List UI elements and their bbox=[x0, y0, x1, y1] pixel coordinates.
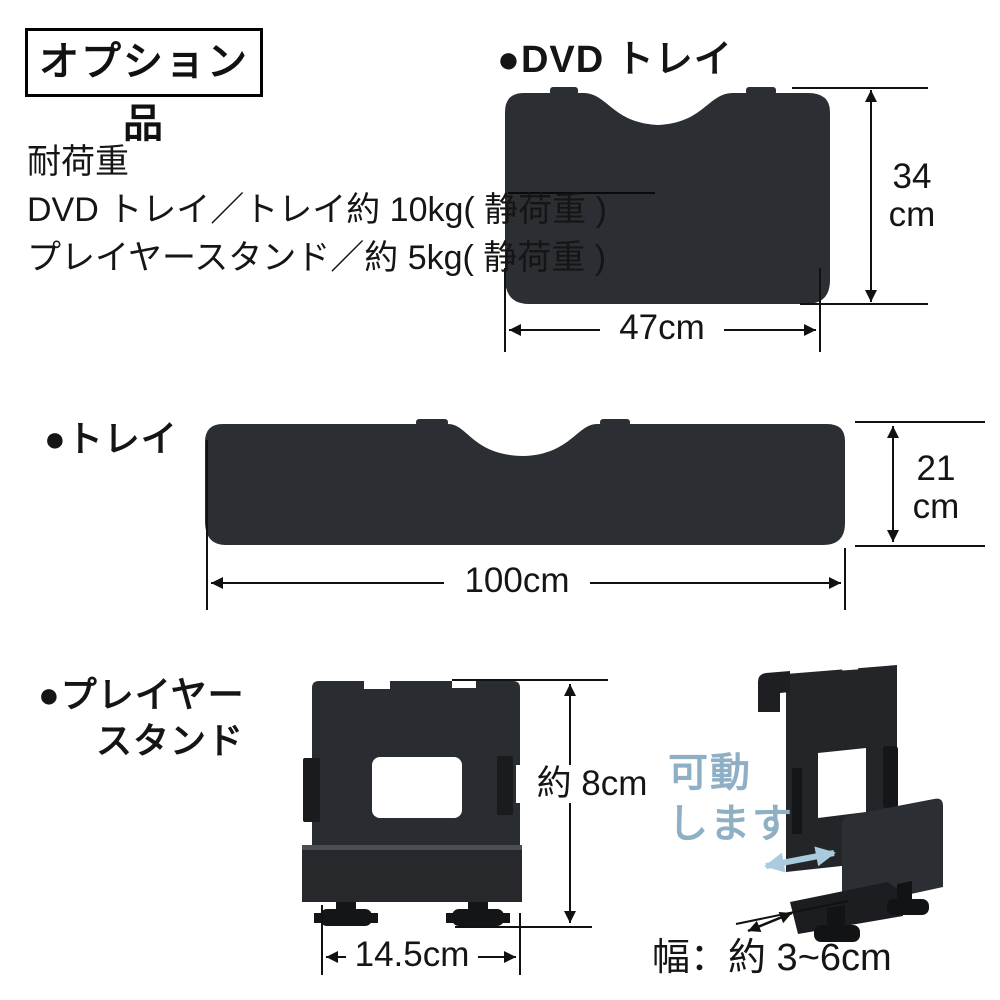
load-capacity-dvd-tray: DVD トレイ／トレイ約 10kg( 静荷重 ) bbox=[27, 191, 607, 229]
player-stand-front-shape bbox=[302, 681, 522, 926]
tray-shape bbox=[205, 419, 845, 545]
player-stand-heading-line1: ●プレイヤー bbox=[38, 674, 245, 715]
adjustable-feet bbox=[314, 902, 510, 926]
player-stand-heading-line2: スタンド bbox=[96, 720, 245, 761]
player-stand-height-label: 約 8cm bbox=[516, 765, 668, 803]
player-stand-width-label: 14.5cm bbox=[346, 936, 478, 974]
option-items-title-box: オプション品 bbox=[25, 28, 263, 146]
tray-heading: ●トレイ bbox=[44, 418, 178, 459]
dvd-tray-width-label: 47cm bbox=[600, 309, 724, 347]
movable-note: 可動 します bbox=[668, 751, 794, 847]
dvd-tray-height-label: 34 cm bbox=[888, 157, 936, 234]
player-stand-depth-label: 幅：約 3~6cm bbox=[652, 937, 892, 979]
tray-width-label: 100cm bbox=[444, 562, 590, 600]
depth-dimension-lines bbox=[735, 900, 849, 933]
movable-range-arrow-icon bbox=[764, 846, 836, 873]
player-stand-perspective-shape bbox=[758, 663, 943, 942]
hanging-hook bbox=[758, 671, 790, 712]
load-capacity-title: 耐荷重 bbox=[27, 143, 129, 181]
dvd-tray-shape bbox=[505, 87, 830, 304]
movable-side-plate bbox=[842, 798, 943, 909]
adjustable-feet-perspective bbox=[814, 881, 929, 942]
load-capacity-player-stand: プレイヤースタンド／約 5kg( 静荷重 ) bbox=[27, 239, 607, 277]
dvd-tray-heading: ●DVD トレイ bbox=[497, 39, 733, 81]
tray-height-label: 21 cm bbox=[912, 449, 960, 526]
